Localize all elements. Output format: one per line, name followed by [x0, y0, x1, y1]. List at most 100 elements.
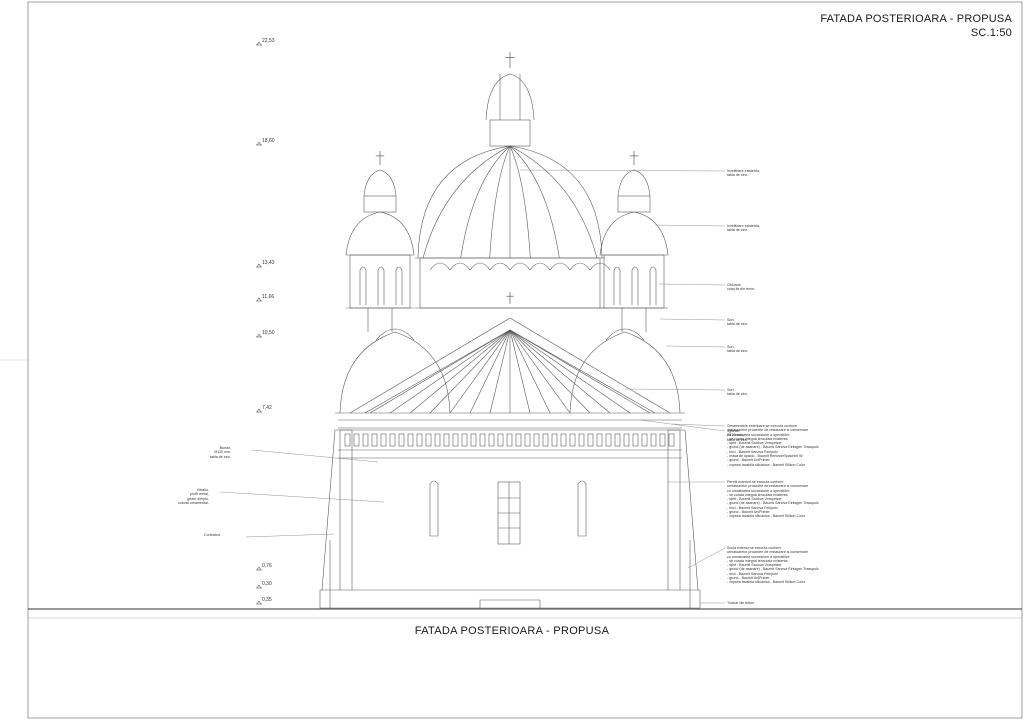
note-line: - grund (de asanare) - Baumit Sanova Ein… [727, 501, 819, 506]
lantern [489, 119, 531, 147]
side-dome-left [339, 331, 451, 414]
note-line: tabla de zinc. [727, 228, 749, 233]
note-right: Sort,tabla de zinc. [727, 318, 748, 327]
ornamental-frieze [344, 262, 675, 447]
dome-ribs [422, 145, 598, 259]
elevation-caption: FATADA POSTERIOARA - PROPUSA [414, 625, 610, 637]
window-right [577, 480, 587, 537]
note-line: urmatoarelor procedee de restaurare si c… [727, 550, 809, 555]
leader-lines [219, 169, 726, 604]
note-right: Ornamentele exterioare se executa confor… [727, 424, 819, 467]
note-line: Sort, [727, 388, 735, 392]
note-line: - tinci - Baumit Sanova Feinputz [727, 449, 778, 454]
level-label: 0,76 [262, 563, 272, 569]
note-line: tabla de zinc. [727, 322, 749, 327]
note-line: tabla de zinc. [727, 437, 749, 442]
roof-rays [369, 329, 651, 414]
note-right: Invelitoare existenta,tabla de zinc. [727, 169, 760, 178]
note-line: Burlan, [219, 446, 232, 450]
note-line: tabla de zinc. [727, 349, 749, 354]
note-right: Sort,tabla de zinc. [727, 388, 748, 397]
note-line: Contrafort. [204, 533, 221, 537]
level-markers [256, 41, 262, 605]
note-left: Contrafort. [204, 533, 221, 537]
note-line: - grund - Baumit UniPrimer [727, 576, 770, 581]
note-right: Trotuar din beton [727, 601, 754, 605]
note-right: Sort,tabla de zinc. [727, 345, 748, 354]
note-line: cu urmatoarea succesiune a operatiilor: [727, 488, 790, 493]
window-left [429, 480, 439, 537]
note-line: - vopsea lavabila silicanica - Baumit Si… [727, 580, 806, 585]
main-body [339, 429, 681, 590]
note-line: - tinci - Baumit Sanova Feinputz [727, 505, 778, 510]
level-label: 0,30 [262, 581, 272, 587]
note-line: cu urmatoarea succesiune a operatiilor: [727, 432, 790, 437]
tower-left [345, 169, 415, 332]
note-left: Burlan,Ø120 mm,tabla de zinc. [210, 446, 231, 459]
note-line: Obloane, [727, 283, 742, 287]
note-line: cu urmatoarea succesiune a operatiilor: [727, 554, 790, 559]
note-line: urmatoarelor procedee de restaurare si c… [727, 428, 809, 433]
drawing-title: FATADA POSTERIOARA - PROPUSA [820, 13, 1012, 25]
church-elevation [319, 52, 701, 609]
note-line: - tinci - Baumit Sanova Feinputz [727, 571, 778, 576]
crosses [375, 52, 639, 304]
note-line: tabla de zinc. [727, 392, 749, 397]
note-line: tabla de zinc. [210, 454, 232, 459]
note-line: Ornamentele exterioare se executa confor… [727, 424, 798, 428]
sheet-frame [27, 1, 1023, 719]
note-line: - grund - Baumit UniPrimer [727, 510, 770, 515]
title-block: FATADA POSTERIOARA - PROPUSA SC.1:50 [820, 12, 1012, 40]
note-line: - grund - Baumit UniPrimer [727, 458, 770, 463]
side-dome-right [569, 331, 681, 414]
buttress-left [321, 429, 353, 591]
level-label: 18,60 [262, 138, 275, 144]
note-line: Sort, [727, 345, 735, 349]
note-line: - vopsea lavabila silicanica - Baumit Si… [727, 462, 806, 467]
note-line: urmatoarelor procedee de restaurare si c… [727, 484, 809, 489]
note-line: Trotuar din beton [727, 601, 755, 605]
level-label: 11,66 [262, 294, 275, 300]
note-left: Vitraliu,profil metal,geam simplu,colora… [178, 488, 209, 505]
note-right: Jgheab,Ø120 mm,tabla de zinc. [727, 429, 748, 442]
note-line: - sprit - Baumit Sanova Vorspritzer [727, 563, 782, 568]
tower-right [599, 169, 669, 332]
note-line: Socla exterior se executa conform [727, 546, 782, 550]
note-line: geam simplu, [187, 496, 209, 501]
note-line: Invelitoare existenta, [727, 169, 760, 173]
buttress-right [667, 429, 699, 591]
note-line: tabla de zinc. [727, 173, 749, 178]
note-line: cutaj fix din lemn. [727, 287, 755, 292]
note-line: - sprit - Baumit Sanova Vorspritzer [727, 441, 782, 446]
note-line: Ø120 mm, [214, 450, 232, 455]
note-line: Vitraliu, [196, 488, 209, 492]
note-right: Obloane,cutaj fix din lemn. [727, 283, 755, 292]
note-line: Jgheab, [727, 429, 740, 433]
note-line: - grund (de asanare) - Baumit Sanova Ein… [727, 445, 819, 450]
note-line: - se curata integral tencuiala existenta [727, 492, 788, 497]
note-line: - grund (de asanare) - Baumit Sanova Ein… [727, 567, 819, 572]
note-line: - masa de spaclu - Baumit RenovierSpacht… [727, 454, 803, 459]
level-label: 0,35 [262, 597, 272, 603]
note-line: Sort, [727, 318, 735, 322]
level-label: 22,53 [262, 38, 275, 44]
note-line: - vopsea lavabila silicanica - Baumit Si… [727, 514, 806, 519]
note-line: Ø120 mm, [727, 433, 744, 438]
note-line: colorat ornamental. [178, 500, 209, 505]
level-label: 13,43 [262, 260, 275, 266]
note-line: - sprit - Baumit Sanova Vorspritzer [727, 497, 782, 502]
note-line: Invelitoare existenta, [727, 224, 760, 228]
level-label: 7,42 [262, 405, 272, 411]
rear-roof [349, 317, 671, 414]
drawing-scale: SC.1:50 [970, 27, 1012, 39]
note-right: Invelitoare existenta,tabla de zinc. [727, 224, 760, 233]
note-line: - se curata integral tencuiala existenta [727, 436, 788, 441]
note-line: - se curata integral tencuiala existenta [727, 558, 788, 563]
note-line: Peretii exteriori se executa conform [727, 480, 784, 484]
note-line: profil metal, [190, 492, 209, 497]
level-label: 10,50 [262, 330, 275, 336]
plinth [319, 589, 701, 609]
